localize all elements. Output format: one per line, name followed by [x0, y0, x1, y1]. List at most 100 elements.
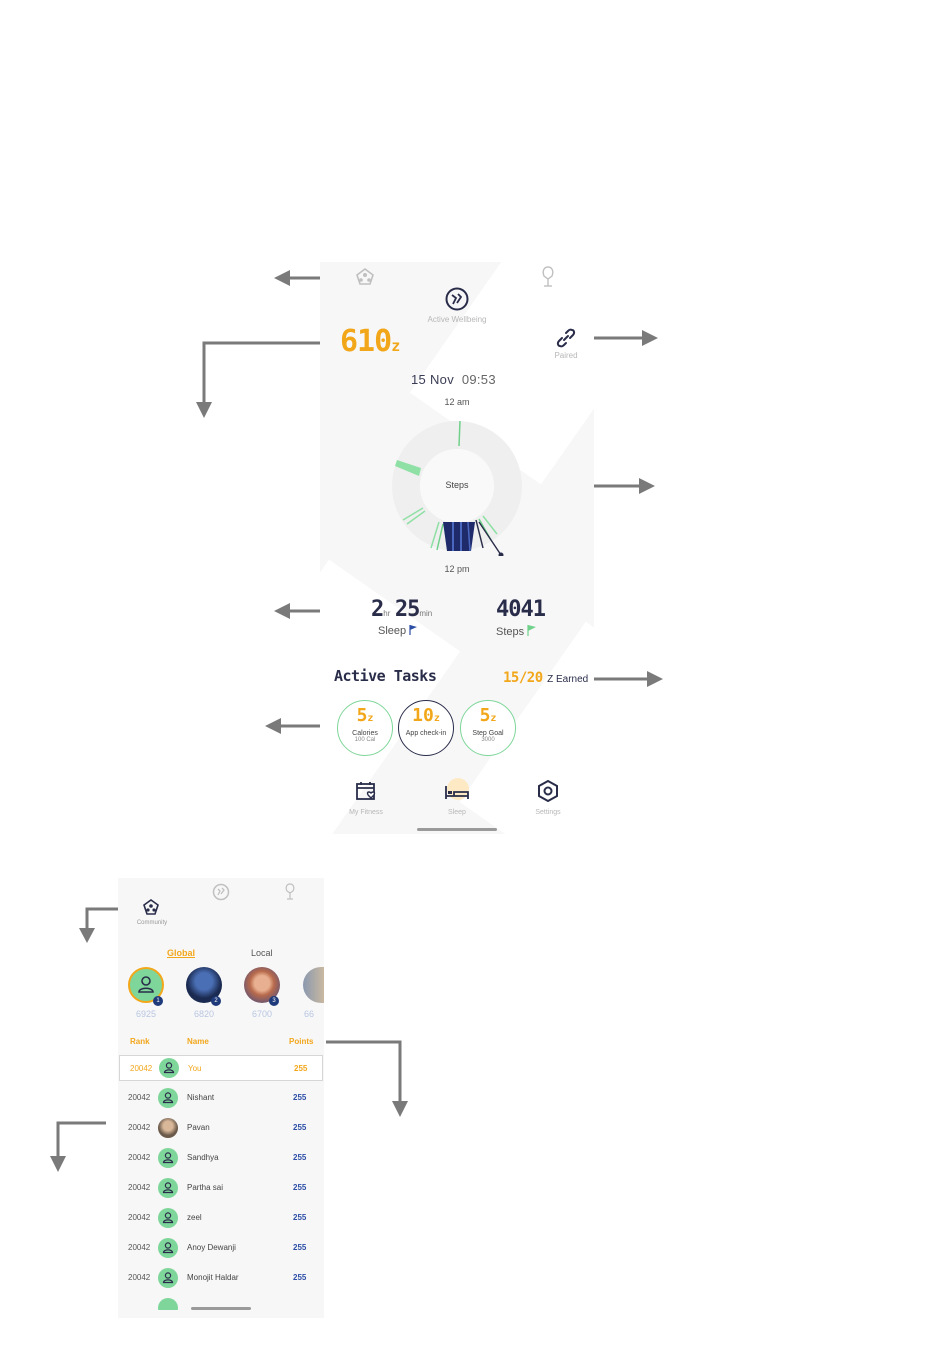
nav-label: My Fitness [349, 809, 383, 816]
leaderboard-list: 20042 You 255 20042 Nishant 255 20042 Pa… [118, 1054, 324, 1310]
row-rank: 20042 [130, 1064, 153, 1073]
sleep-stat[interactable]: 2hr 25min [371, 597, 432, 622]
blue-flag-icon [409, 625, 418, 635]
row-rank: 20042 [128, 1123, 151, 1132]
community-icon[interactable] [354, 267, 376, 287]
nav-label: Settings [535, 809, 561, 816]
nav-my-fitness[interactable]: My Fitness [336, 780, 396, 816]
active-wellbeing-icon[interactable] [444, 286, 470, 312]
rank-badge: 1 [153, 996, 163, 1006]
task-sub: 100 Cal [354, 737, 376, 743]
steps-dial[interactable] [387, 416, 527, 556]
sleep-label-text: Sleep [378, 625, 407, 637]
table-row[interactable]: 20042 Anoy Dewanji 255 [118, 1235, 324, 1261]
row-points: 255 [293, 1093, 307, 1102]
active-wellbeing-icon[interactable] [212, 883, 230, 901]
column-name: Name [187, 1037, 209, 1046]
home-indicator [191, 1307, 251, 1310]
person-icon [138, 976, 154, 993]
person-icon [158, 1148, 178, 1168]
tab-global[interactable]: Global [167, 948, 196, 958]
rank-badge: 3 [269, 996, 279, 1006]
green-flag-icon [527, 625, 537, 636]
task-points: 5 [479, 705, 491, 726]
community-screen [118, 878, 324, 1318]
table-row[interactable]: 20042 Monojit Haldar 255 [118, 1265, 324, 1291]
earned-suffix: Z Earned [547, 674, 589, 685]
row-rank: 20042 [128, 1273, 151, 1282]
row-name: Nishant [187, 1093, 215, 1102]
task-unit: z [490, 713, 497, 724]
task-points: 5 [356, 705, 368, 726]
rank-badge: 2 [211, 996, 221, 1006]
row-points: 255 [293, 1273, 307, 1282]
points-unit: z [391, 337, 400, 355]
task-name: App check-in [405, 730, 447, 737]
row-points: 255 [293, 1183, 307, 1192]
bed-icon [445, 786, 469, 799]
table-row[interactable]: 20042 Pavan 255 [118, 1115, 324, 1141]
avatar [158, 1118, 178, 1138]
nav-settings[interactable]: Settings [518, 779, 578, 816]
points-value: 610 [340, 324, 392, 359]
person-icon [159, 1058, 179, 1078]
person-icon [158, 1268, 178, 1288]
table-row[interactable]: 20042 Partha sai 255 [118, 1175, 324, 1201]
task-name: Calories [352, 730, 378, 737]
row-name: Monojit Haldar [187, 1273, 239, 1282]
row-name: You [188, 1064, 202, 1073]
steps-label-text: Steps [496, 626, 525, 638]
sleep-minutes: 25 [394, 597, 420, 622]
dial-bottom-label: 12 pm [444, 564, 470, 574]
steps-label: Steps [496, 625, 537, 638]
row-points: 255 [293, 1243, 307, 1252]
sleep-label: Sleep [378, 625, 418, 637]
table-row[interactable]: 20042 Nishant 255 [118, 1085, 324, 1111]
task-app-check-in[interactable]: 10z App check-in [398, 700, 454, 756]
person-icon [158, 1178, 178, 1198]
row-name: Partha sai [187, 1183, 224, 1192]
date-time: 15 Nov 09:53 [411, 372, 496, 387]
steps-value[interactable]: 4041 [496, 597, 546, 622]
rewards-icon[interactable] [284, 883, 296, 901]
nav-sleep[interactable]: Sleep [427, 778, 487, 816]
date: 15 Nov [411, 372, 454, 387]
table-row[interactable]: 20042 zeel 255 [118, 1205, 324, 1231]
top-user-1-avatar[interactable] [128, 967, 164, 1003]
rewards-icon[interactable] [541, 266, 555, 288]
row-rank: 20042 [128, 1213, 151, 1222]
row-rank: 20042 [128, 1093, 151, 1102]
dial-center-label: Steps [445, 480, 469, 490]
calendar-heart-icon [356, 782, 376, 800]
gear-icon [538, 779, 558, 803]
task-step-goal[interactable]: 5z Step Goal 3000 [460, 700, 516, 756]
row-rank: 20042 [128, 1243, 151, 1252]
points-balance[interactable]: 610z [340, 324, 400, 359]
row-name: zeel [187, 1213, 202, 1222]
task-sub: 3000 [481, 737, 495, 743]
link-icon[interactable] [555, 327, 577, 349]
sleep-minutes-unit: min [419, 609, 433, 618]
row-name: Anoy Dewanji [187, 1243, 236, 1252]
table-row[interactable]: 20042 You 255 [119, 1055, 323, 1081]
row-points: 255 [293, 1123, 307, 1132]
task-calories[interactable]: 5z Calories 100 Cal [337, 700, 393, 756]
community-icon[interactable] [142, 899, 160, 916]
tab-local[interactable]: Local [251, 948, 273, 958]
person-icon [158, 1238, 178, 1258]
column-points: Points [289, 1037, 314, 1046]
person-icon [158, 1088, 178, 1108]
table-row[interactable] [118, 1295, 324, 1310]
row-name: Pavan [187, 1123, 210, 1132]
active-tasks-title: Active Tasks [334, 667, 437, 685]
sleep-hours: 2 [371, 597, 384, 622]
top-user-score: 6700 [251, 1009, 273, 1019]
row-rank: 20042 [128, 1153, 151, 1162]
app-title: Active Wellbeing [427, 315, 487, 324]
community-label: Community [136, 920, 168, 926]
person-icon [158, 1208, 178, 1228]
home-indicator [417, 828, 497, 831]
top-user-4-avatar[interactable] [303, 967, 324, 1003]
table-row[interactable]: 20042 Sandhya 255 [118, 1145, 324, 1171]
